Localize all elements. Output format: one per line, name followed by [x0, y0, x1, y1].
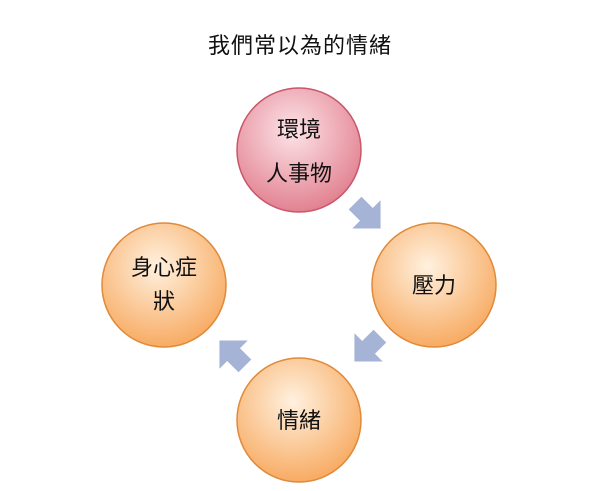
- node-environment: 環境 人事物: [236, 87, 362, 213]
- arrow-shape: [354, 329, 387, 362]
- diagram-title: 我們常以為的情緒: [207, 34, 392, 59]
- node-emotion-line-1: 情緒: [277, 409, 321, 434]
- node-environment-line-1: 環境: [277, 118, 321, 143]
- arrow-shape: [348, 196, 381, 229]
- node-emotion: 情緒: [236, 357, 362, 483]
- node-symptoms: 身心症 狀: [101, 222, 227, 348]
- node-symptoms-line-1: 身心症: [131, 256, 197, 281]
- node-pressure-line-1: 壓力: [412, 274, 456, 299]
- node-pressure: 壓力: [371, 222, 497, 348]
- arrow-emotion-to-symptoms: [219, 340, 252, 373]
- arrow-pressure-to-emotion: [354, 329, 387, 362]
- node-symptoms-line-2: 狀: [153, 290, 175, 315]
- arrow-shape: [219, 340, 252, 373]
- node-environment-line-2: 人事物: [266, 162, 332, 187]
- arrow-environment-to-pressure: [348, 196, 381, 229]
